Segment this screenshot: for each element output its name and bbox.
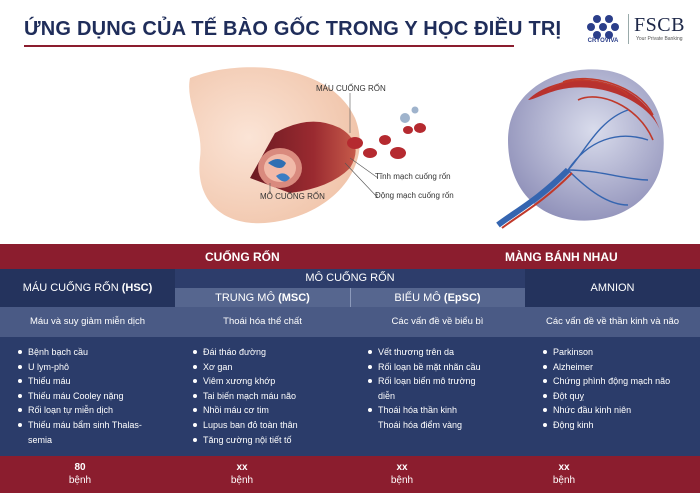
list-item: Nhồi máu cơ tim [193, 403, 353, 418]
list-item: Động kinh [543, 418, 698, 433]
disease-count-1-unit: bệnh [68, 475, 92, 486]
header-trung-mo: TRUNG MÔ (MSC) [175, 292, 350, 304]
list-item: Rối loạn biến mô trường [368, 374, 528, 389]
category-1: Máu và suy giảm miễn dịch [29, 316, 146, 327]
disease-count-2-unit: bệnh [230, 475, 254, 486]
list-item: Thiếu máu [18, 374, 178, 389]
fscb-logo-subtitle: Your Private Banking [636, 36, 683, 42]
list-item: Vết thương trên da [368, 345, 528, 360]
disease-list-col-3: Vết thương trên da Rối loạn bề mặt nhãn … [368, 345, 528, 433]
placenta-illustration [496, 69, 664, 229]
disease-list-col-2: Đái tháo đường Xơ gan Viêm xương khớp Ta… [193, 345, 353, 447]
list-item: Nhức đầu kinh niên [543, 403, 698, 418]
header-mau-cuong-ron: MÁU CUỐNG RỐN (HSC) [0, 282, 175, 294]
disease-count-2: xx bệnh [212, 461, 272, 487]
page-title: ỨNG DỤNG CỦA TẾ BÀO GỐC TRONG Y HỌC ĐIỀU… [24, 18, 562, 40]
list-item: Xơ gan [193, 360, 353, 375]
list-item-continuation: semia [28, 434, 53, 445]
disease-count-4-unit: bệnh [552, 475, 576, 486]
category-band [0, 307, 700, 337]
category-2: Thoái hóa thể chất [223, 316, 302, 327]
header-bieu-mo-label: BIỂU MÔ [394, 292, 441, 304]
list-item: Bệnh bạch cầu [18, 345, 178, 360]
logo-divider [628, 14, 629, 44]
title-underline [24, 45, 514, 47]
label-mo-cuong-ron: MÔ CUỐNG RỐN [260, 192, 325, 201]
disease-count-2-number: xx [236, 462, 248, 473]
header-mau-cuong-ron-abbr: (HSC) [121, 282, 153, 294]
umbilical-cord-illustration [189, 67, 426, 224]
list-item: Viêm xương khớp [193, 374, 353, 389]
header-bieu-mo-abbr: (EpSC) [443, 292, 481, 304]
header-bieu-mo: BIỂU MÔ (EpSC) [350, 292, 525, 304]
label-mau-cuong-ron: MÁU CUỐNG RỐN [316, 84, 386, 93]
header-cuong-ron: CUỐNG RỐN [205, 250, 280, 264]
subtype-divider [350, 288, 351, 307]
disease-count-3: xx bệnh [372, 461, 432, 487]
header-trung-mo-label: TRUNG MÔ [215, 292, 276, 304]
list-item: Thoái hóa thần kinh [368, 403, 528, 418]
list-item: Rối loạn bề mặt nhãn cầu [368, 360, 528, 375]
list-item-continuation: diễn [378, 390, 396, 401]
disease-list-band [0, 337, 700, 456]
disease-count-1-number: 80 [74, 462, 86, 473]
label-dong-mach: Động mạch cuống rốn [375, 191, 454, 200]
disease-count-3-unit: bệnh [390, 475, 414, 486]
disease-count-1: 80 bệnh [50, 461, 110, 487]
list-item: Rối loạn tự miễn dịch [18, 403, 178, 418]
list-item: U lym-phô [18, 360, 178, 375]
disease-list-col-4: Parkinson Alzheimer Chứng phình động mạc… [543, 345, 698, 433]
list-item: Chứng phình động mạch não [543, 374, 698, 389]
list-item: Lupus ban đỏ toàn thân [193, 418, 353, 433]
header-mo-cuong-ron: MÔ CUỐNG RỐN [305, 272, 395, 284]
header-trung-mo-abbr: (MSC) [278, 292, 310, 304]
source-header-band: CUỐNG RỐN MÀNG BÁNH NHAU [0, 244, 700, 269]
header-amnion: AMNION [590, 282, 635, 294]
header-mau-cuong-ron-label: MÁU CUỐNG RỐN [22, 282, 119, 294]
list-item: Parkinson [543, 345, 698, 360]
list-item: Tai biến mạch máu não [193, 389, 353, 404]
category-4: Các vấn đề về thần kinh và não [545, 316, 680, 327]
cryoviva-logo-text: CRYOVIVA [587, 38, 619, 44]
mo-cuong-ron-band [175, 269, 525, 288]
disease-count-4-number: xx [558, 462, 570, 473]
cryoviva-logo-icon [587, 15, 619, 39]
fscb-logo: FSCB [634, 14, 685, 36]
category-3: Các vấn đề về biểu bì [391, 316, 484, 327]
header-mang-banh-nhau: MÀNG BÁNH NHAU [505, 250, 618, 264]
header: ỨNG DỤNG CỦA TẾ BÀO GỐC TRONG Y HỌC ĐIỀU… [0, 0, 700, 62]
list-item: Đái tháo đường [193, 345, 353, 360]
disease-count-band [0, 456, 700, 493]
label-tinh-mach: Tĩnh mạch cuống rốn [375, 172, 451, 181]
disease-count-4: xx bệnh [534, 461, 594, 487]
list-item: Thiếu máu bẩm sinh Thalas- [18, 418, 178, 433]
disease-list-col-1: Bệnh bạch cầu U lym-phô Thiếu máu Thiếu … [18, 345, 178, 447]
list-item: Tăng cường nội tiết tố [193, 433, 353, 448]
list-item: Thoái hóa điểm vàng [378, 419, 463, 430]
list-item: Thiếu máu Cooley nặng [18, 389, 178, 404]
list-item: Đột quỵ [543, 389, 698, 404]
list-item: Alzheimer [543, 360, 698, 375]
disease-count-3-number: xx [396, 462, 408, 473]
